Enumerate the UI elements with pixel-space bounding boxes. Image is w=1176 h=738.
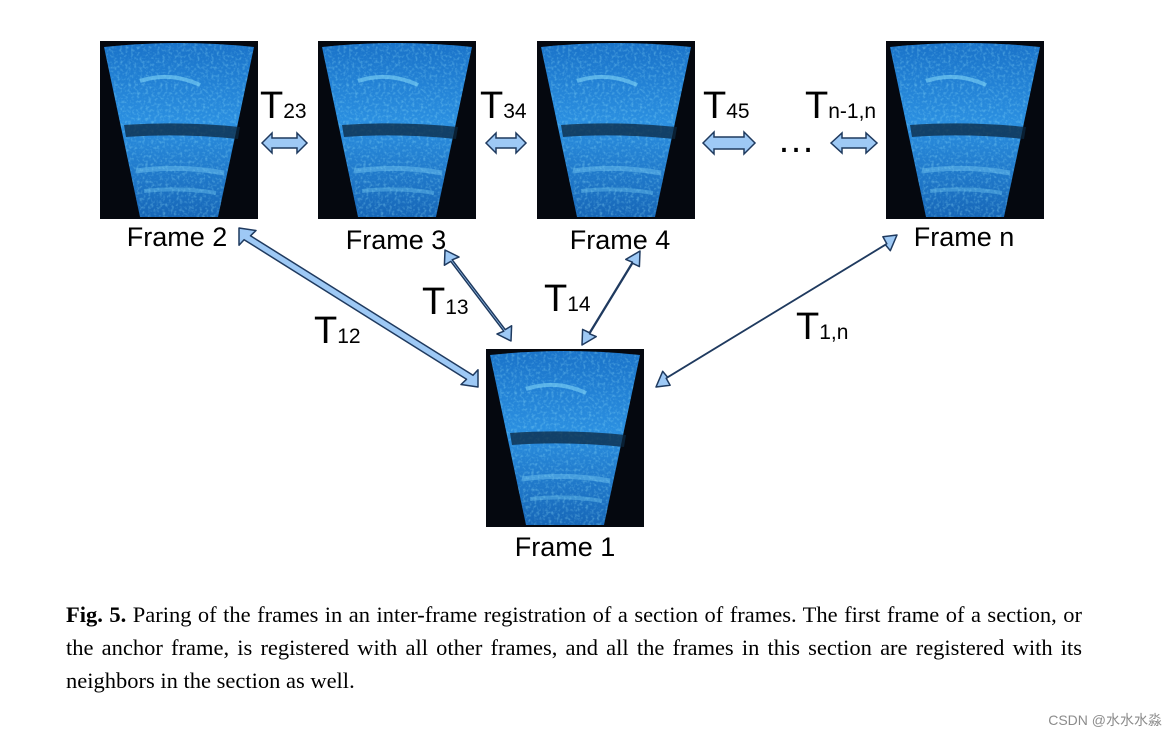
double-arrow-icon xyxy=(260,131,309,155)
anchor-arrow-icon xyxy=(238,227,479,388)
caption-text: Paring of the frames in an inter-frame r… xyxy=(66,602,1083,693)
double-arrow-icon xyxy=(484,131,528,155)
frame-3-label: Frame 3 xyxy=(346,225,447,255)
figure-label: Fig. 5. xyxy=(66,602,127,627)
frame-2-label: Frame 2 xyxy=(127,222,228,252)
frame-2-image xyxy=(100,41,258,219)
anchor-arrow-icon xyxy=(655,234,898,388)
frame-n-label: Frame n xyxy=(914,222,1015,252)
frame-3-image xyxy=(318,41,476,219)
frame-4-image xyxy=(537,41,695,219)
transform-label-t23: T23 xyxy=(260,85,307,127)
transform-label-t13: T13 xyxy=(422,281,469,323)
transform-label-t12: T12 xyxy=(314,310,361,352)
transform-label-t34: T34 xyxy=(480,85,527,127)
frame-4-label: Frame 4 xyxy=(570,225,671,255)
ellipsis: … xyxy=(777,119,815,161)
anchor-arrow-icon xyxy=(443,249,513,342)
frame-n-image xyxy=(886,41,1044,219)
frame-1-label: Frame 1 xyxy=(515,532,616,562)
double-arrow-icon xyxy=(829,131,879,155)
anchor-arrow-icon xyxy=(581,250,641,346)
frame-1-image xyxy=(486,349,644,527)
figure-caption: Fig. 5. Paring of the frames in an inter… xyxy=(66,598,1082,697)
double-arrow-icon xyxy=(701,130,757,156)
transform-label-t1n: T1,n xyxy=(796,306,848,348)
watermark: CSDN @水水水淼 xyxy=(1048,712,1162,728)
transform-label-t14: T14 xyxy=(544,278,591,320)
registration-diagram: Frame 2 Frame 3 Frame 4 Frame n Frame 1 … xyxy=(0,0,1176,562)
transform-label-tn1n: Tn-1,n xyxy=(805,85,876,127)
transform-label-t45: T45 xyxy=(703,85,750,127)
